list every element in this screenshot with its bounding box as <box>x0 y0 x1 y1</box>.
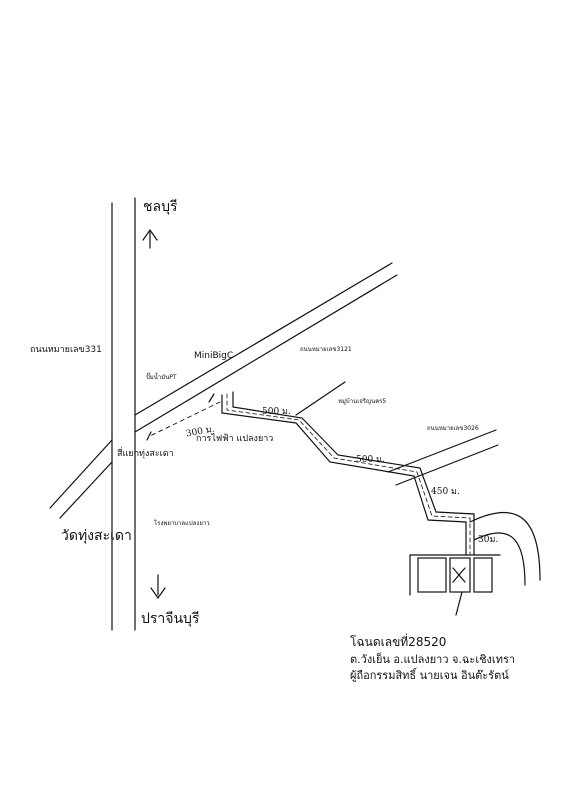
deed-location: ต.วังเย็น อ.แปลงยาว จ.ฉะเชิงเทรา <box>350 653 516 666</box>
hospital-label: โรงพยาบาลแปลงยาว <box>154 520 210 527</box>
highway-331-road <box>111 197 136 631</box>
destination-chonburi-label: ชลบุรี <box>143 199 178 215</box>
road-3121-label: ถนนหมายเลข3121 <box>300 346 352 353</box>
curved-road <box>469 512 541 586</box>
land-plot <box>409 554 501 596</box>
road-3026-label: ถนนหมายเลข3026 <box>427 425 479 432</box>
distance-30m-label: 30ม. <box>478 535 499 545</box>
south-arrow-icon <box>150 574 166 600</box>
village-branch-road <box>295 381 346 416</box>
intersection-label: สี่แยกทุ่งสะเดา <box>117 449 174 459</box>
gas-station-label: ปั๊มน้ำมันPT <box>146 374 177 381</box>
deed-owner: ผู้ถือกรรมสิทธิ์ นายเจน อินต๊ะรัตน์ <box>350 669 509 682</box>
distance-500m-label-1: 500 ม. <box>262 407 291 417</box>
road-3121 <box>134 262 398 433</box>
distance-450m-label: 450 ม. <box>431 487 460 497</box>
minibigc-label: MiniBigC <box>194 351 234 361</box>
plot-pointer-arrow <box>455 591 463 616</box>
destination-prachinburi-label: ปราจีนบุรี <box>141 611 200 627</box>
dashed-spur <box>149 401 221 437</box>
deed-number: โฉนดเลขที่28520 <box>350 635 447 649</box>
access-route <box>221 391 475 556</box>
village-label: หมู่บ้านเจริญนคร5 <box>338 398 387 405</box>
distance-500m-label-2: 500 ม. <box>356 455 385 465</box>
electricity-office-label: การไฟฟ้า แปลงยาว <box>196 434 274 444</box>
road-3026 <box>387 429 499 486</box>
north-arrow-icon <box>142 228 158 249</box>
road-331-label: ถนนหมายเลข331 <box>30 345 102 355</box>
road-southwest <box>49 439 113 519</box>
temple-label: วัดทุ่งสะเดา <box>61 528 132 544</box>
